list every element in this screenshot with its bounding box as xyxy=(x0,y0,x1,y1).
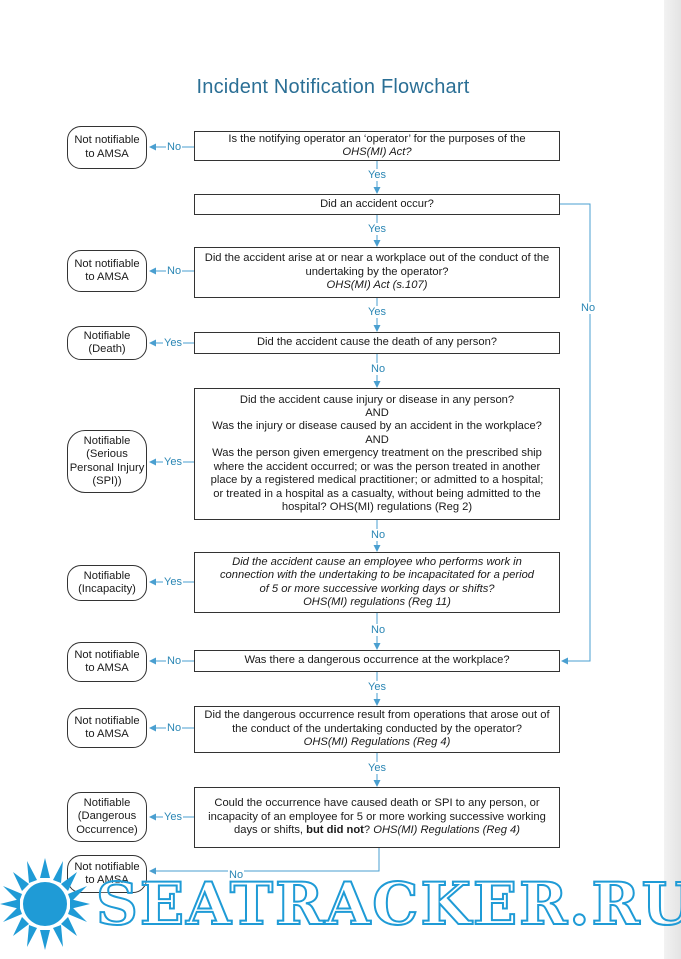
question-reference: OHS(MI) Act? xyxy=(342,146,412,158)
question-accident-occur: Did an accident occur? xyxy=(194,194,560,215)
sun-logo-icon xyxy=(0,858,90,950)
outcome-text: to AMSA xyxy=(85,147,129,160)
question-text: incapacity of an employee for 5 or more … xyxy=(208,810,546,823)
label-yes-q3: Yes xyxy=(367,306,387,318)
question-text: days or shifts, xyxy=(234,824,307,837)
question-text-line3: days or shifts, but did not? OHS(MI) Reg… xyxy=(234,824,520,837)
label-yes-q9: Yes xyxy=(163,811,183,823)
question-could-have-caused: Could the occurrence have caused death o… xyxy=(194,787,560,848)
outcome-text: Notifiable xyxy=(83,434,131,447)
label-no-q4: No xyxy=(370,363,387,375)
question-text: Did an accident occur? xyxy=(320,197,434,210)
outcome-text: to AMSA xyxy=(85,662,129,674)
question-reference: OHS(MI) Act (s.107) xyxy=(326,279,428,292)
question-text: or treated in a hospital as a casualty, … xyxy=(213,487,541,500)
question-and: AND xyxy=(365,433,389,446)
label-yes-q8: Yes xyxy=(367,762,387,774)
question-and: AND xyxy=(365,407,389,420)
outcome-not-notifiable-2: Not notifiable to AMSA xyxy=(67,250,147,292)
outcome-text: Personal Injury xyxy=(69,461,145,474)
question-reference: OHS(MI) Regulations (Reg 4) xyxy=(303,736,451,749)
question-text: Did the accident cause the death of any … xyxy=(256,336,498,349)
question-text: Could the occurrence have caused death o… xyxy=(214,797,540,810)
question-dangerous-occurrence: Was there a dangerous occurrence at the … xyxy=(194,650,560,672)
label-no-q7: No xyxy=(166,655,183,667)
label-no-q3: No xyxy=(166,265,183,277)
outcome-text: to AMSA xyxy=(85,874,129,886)
label-no-q9: No xyxy=(228,869,245,881)
outcome-text: (SPI)) xyxy=(92,474,122,487)
label-no-q2: No xyxy=(580,302,597,314)
question-text: Was the person given emergency treatment… xyxy=(212,447,542,460)
outcome-notifiable-death: Notifiable (Death) xyxy=(67,326,147,360)
outcome-text: Notifiable xyxy=(83,329,131,342)
label-yes-q6: Yes xyxy=(163,576,183,588)
question-text: hospital? OHS(MI) regulations (Reg 2) xyxy=(281,500,473,513)
label-no-q6: No xyxy=(370,624,387,636)
question-text: Did the accident cause an employee who p… xyxy=(232,555,522,568)
outcome-not-notifiable-3: Not notifiable to AMSA xyxy=(67,642,147,682)
question-text: where the accident occurred; or was the … xyxy=(213,460,541,473)
outcome-text: Occurrence) xyxy=(76,823,138,836)
question-text: Did the accident cause injury or disease… xyxy=(239,393,515,406)
outcome-not-notifiable-5: Not notifiable to AMSA xyxy=(67,855,147,893)
label-no-q5: No xyxy=(370,529,387,541)
outcome-text: (Dangerous xyxy=(77,810,137,823)
label-no-q8: No xyxy=(166,722,183,734)
outcome-notifiable-dangerous: Notifiable (Dangerous Occurrence) xyxy=(67,792,147,842)
outcome-text: Not notifiable xyxy=(74,257,140,270)
watermark-text: SEATRACKER.RU xyxy=(95,869,681,939)
flowchart-title: Incident Notification Flowchart xyxy=(196,76,470,98)
page-edge xyxy=(664,0,681,959)
outcome-notifiable-spi: Notifiable (Serious Personal Injury (SPI… xyxy=(67,430,147,493)
outcome-not-notifiable-1: Not notifiable to AMSA xyxy=(67,126,147,169)
question-injury-disease: Did the accident cause injury or disease… xyxy=(194,388,560,520)
outcome-notifiable-incapacity: Notifiable (Incapacity) xyxy=(67,565,147,601)
question-text: Was the injury or disease caused by an a… xyxy=(212,420,542,433)
outcome-text: (Serious xyxy=(86,448,128,461)
question-reference: OHS(MI) Regulations (Reg 4) xyxy=(373,824,520,837)
outcome-text: (Death) xyxy=(88,343,126,355)
question-incapacity: Did the accident cause an employee who p… xyxy=(194,552,560,613)
question-text: Did the accident arise at or near a work… xyxy=(204,252,550,265)
outcome-text: to AMSA xyxy=(85,728,129,740)
outcome-text: Not notifiable xyxy=(74,648,140,661)
outcome-not-notifiable-4: Not notifiable to AMSA xyxy=(67,708,147,748)
connector-q2-q7 xyxy=(560,203,591,665)
outcome-text: Not notifiable xyxy=(74,860,140,873)
question-emphasis: but did not xyxy=(306,824,364,837)
outcome-text: (Incapacity) xyxy=(78,583,136,595)
outcome-text: to AMSA xyxy=(85,271,129,283)
label-yes-q7: Yes xyxy=(367,681,387,693)
question-text: of 5 or more successive working days or … xyxy=(259,582,495,595)
question-text: Is the notifying operator an ‘operator’ … xyxy=(228,132,526,145)
question-reference: OHS(MI) regulations (Reg 11) xyxy=(303,595,451,608)
question-death: Did the accident cause the death of any … xyxy=(194,332,560,354)
question-operator: Is the notifying operator an ‘operator’ … xyxy=(194,131,560,161)
label-yes-q5: Yes xyxy=(163,456,183,468)
label-yes-q2: Yes xyxy=(367,223,387,235)
question-text: Did the dangerous occurrence result from… xyxy=(204,709,550,722)
label-yes-q4: Yes xyxy=(163,337,183,349)
question-text: undertaking by the operator? xyxy=(305,265,449,278)
connector-q9-o10 xyxy=(149,848,380,875)
question-text: connection with the undertaking to be in… xyxy=(219,569,535,582)
question-text: the conduct of the undertaking conducted… xyxy=(232,722,522,735)
label-yes-q1: Yes xyxy=(367,169,387,181)
question-text: ? xyxy=(363,824,374,837)
question-operations: Did the dangerous occurrence result from… xyxy=(194,706,560,753)
question-text: Was there a dangerous occurrence at the … xyxy=(244,654,510,667)
question-text: place by a registered medical practition… xyxy=(210,474,544,487)
outcome-text: Notifiable xyxy=(83,569,131,582)
question-workplace-conduct: Did the accident arise at or near a work… xyxy=(194,247,560,298)
outcome-text: Not notifiable xyxy=(74,714,140,727)
outcome-text: Notifiable xyxy=(83,796,131,809)
label-no-q1: No xyxy=(166,141,183,153)
outcome-text: Not notifiable xyxy=(74,134,140,147)
